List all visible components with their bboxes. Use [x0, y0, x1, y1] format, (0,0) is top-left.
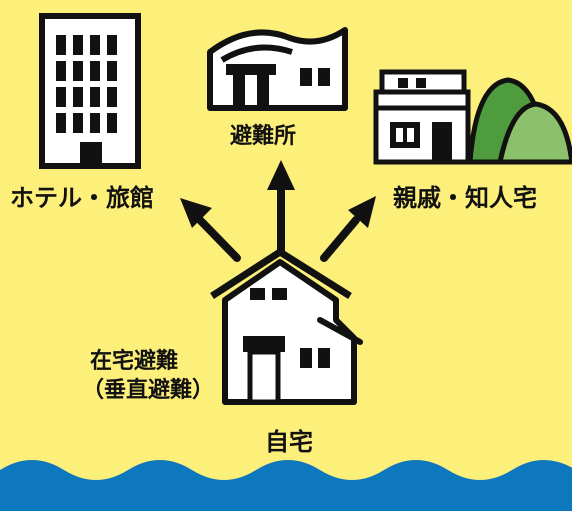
label-stay-home: 在宅避難 [90, 349, 179, 374]
label-home: 自宅 [265, 428, 313, 456]
label-hotel: ホテル・旅館 [10, 184, 154, 212]
shelter-building-icon [207, 27, 348, 111]
arrow-to-hotel [196, 216, 241, 262]
arrowhead-shelter [267, 160, 295, 190]
relatives-house-icon [373, 69, 572, 165]
sea-wave-icon [0, 460, 572, 511]
label-relatives: 親戚・知人宅 [393, 184, 537, 212]
label-vertical-evacuation: （垂直避難） [82, 378, 215, 403]
arrow-to-relatives [320, 216, 360, 262]
home-house-icon [210, 248, 363, 405]
hotel-building-icon [39, 13, 141, 169]
label-shelter: 避難所 [230, 124, 297, 149]
arrows [180, 160, 376, 262]
arrowhead-relatives [348, 196, 376, 228]
arrowhead-hotel [180, 198, 212, 228]
